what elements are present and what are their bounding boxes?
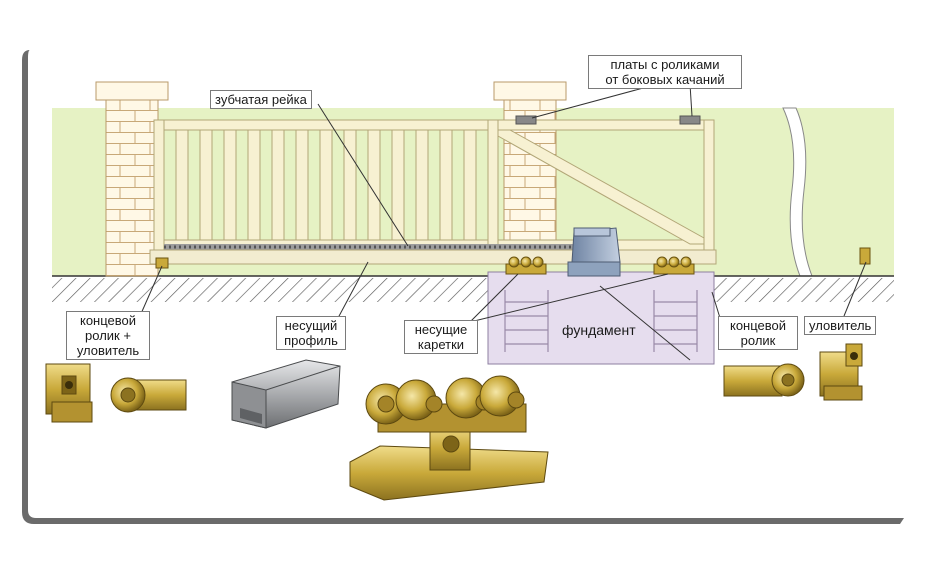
label-carriages: несущие каретки [404,320,478,354]
label-catcher: уловитель [804,316,877,335]
label-support-profile-line2: профиль [284,333,338,348]
label-gear-rack: зубчатая рейка [210,90,312,109]
label-side-plates-line2: от боковых качаний [605,72,725,87]
label-side-plates-line1: платы с роликами [610,57,720,72]
catcher-small [859,247,871,265]
left-pillar [105,99,159,277]
ground-hatch [52,278,894,302]
foundation-rebar-right [653,290,698,352]
carriage-left-small [505,256,547,275]
foundation-rebar-left [504,290,549,352]
label-end-roller-catcher-line3: уловитель [76,343,140,358]
label-catcher-text: уловитель [809,318,872,333]
carriage-illustration [349,375,549,501]
end-roller-left-illustration [110,377,187,413]
support-profile [149,249,717,265]
carriage-right-small [653,256,695,275]
label-end-roller-line2: ролик [740,333,776,348]
catcher-bracket-right [819,343,863,401]
label-end-roller-catcher-line2: ролик + [85,328,131,343]
label-end-roller: концевой ролик [718,316,798,350]
foundation-block [487,271,715,365]
catcher-bracket-left [45,363,93,423]
leader-lines [139,83,867,361]
gate-motor [567,227,621,277]
right-pillar-cap [493,81,567,101]
label-end-roller-catcher: концевой ролик + уловитель [66,311,150,360]
label-foundation-text: фундамент [562,322,636,338]
label-end-roller-line1: концевой [729,318,787,333]
label-end-roller-catcher-line1: концевой [79,313,137,328]
label-foundation: фундамент [558,322,640,339]
label-support-profile: несущий профиль [276,316,346,350]
label-gear-rack-text: зубчатая рейка [215,92,307,107]
steel-profile-illustration [231,359,341,429]
gate-pickets [175,129,477,241]
label-side-plates: платы с роликами от боковых качаний [588,55,742,89]
label-carriages-line2: каретки [417,337,465,352]
side-plate-right [679,115,701,125]
left-pillar-cap [95,81,169,101]
end-roller-right-illustration [723,363,805,397]
label-carriages-line1: несущие [414,322,468,337]
label-support-profile-line1: несущий [284,318,338,333]
end-roller-small [155,257,169,269]
side-plate-left [515,115,537,125]
